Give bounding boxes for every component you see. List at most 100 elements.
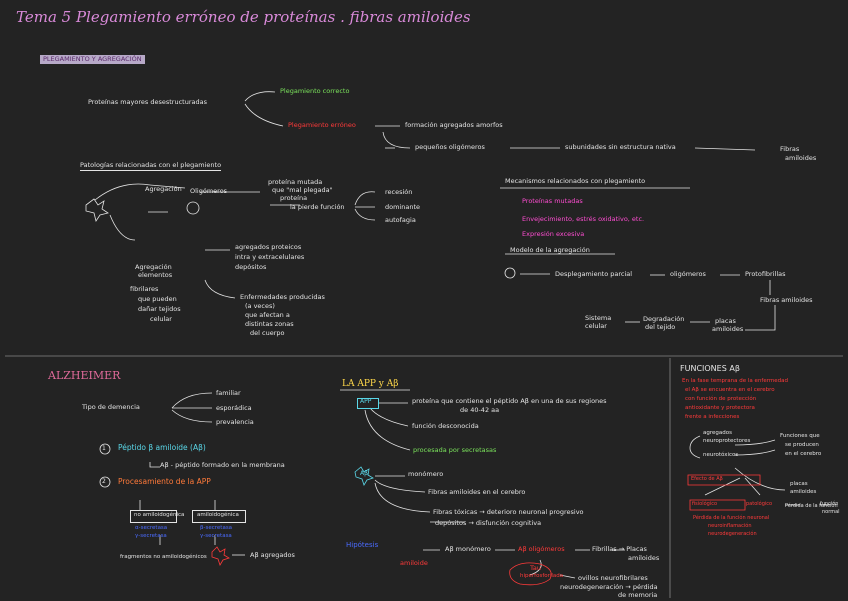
note-f5: Efecto de Aβ <box>691 476 723 482</box>
note-r2: el Aβ se encuentra en el cerebro <box>685 387 775 393</box>
note-b2b: γ-secretasa <box>200 533 232 539</box>
note-mecanismos-heading: Mecanismos relacionados con plegamiento <box>505 177 646 185</box>
note-step-1: Péptido β amiloide (Aβ) <box>118 443 206 452</box>
note-hip-5: amiloides <box>628 554 660 562</box>
note-enfermedades: Enfermedades producidas <box>240 293 325 301</box>
note-hip-10: de memoria <box>618 591 658 599</box>
note-agregacion: Agregación <box>145 185 182 193</box>
note-amiloides3: amiloides <box>712 325 744 333</box>
note-hipotesis: Hipótesis <box>346 541 379 549</box>
note-hip-8: ovillos neurofibrilares <box>578 574 648 582</box>
page-title: Tema 5 Plegamiento erróneo de proteínas … <box>16 8 471 26</box>
note-celular: celular <box>150 315 172 323</box>
note-que-plegada: que "mal plegada" <box>272 186 333 194</box>
note-mecanismo-2: Envejecimiento, estrés oxidativo, etc. <box>522 215 645 223</box>
note-fragments: fragmentos no amiloidogénicos <box>120 554 207 560</box>
label-app: APP <box>360 398 372 405</box>
note-f12: neurodegeneración <box>708 531 757 537</box>
note-ab-3: Fibras tóxicas → deterioro neuronal prog… <box>433 508 584 516</box>
note-tipo-demencia: Tipo de demencia <box>82 403 140 411</box>
note-f4b: amiloides <box>790 489 817 495</box>
note-f2: neurotóxicos <box>703 452 739 458</box>
note-f6: fisiológico <box>692 501 718 507</box>
note-recesion: recesión <box>385 188 413 196</box>
note-proteinas: Proteínas mayores desestructuradas <box>88 98 207 106</box>
note-plegamiento-erroneo: Plegamiento erróneo <box>288 121 356 129</box>
section-heading-plegamiento: PLEGAMIENTO Y AGREGACIÓN <box>40 55 145 64</box>
note-hip-3: Aβ oligómeros <box>518 545 565 553</box>
note-r5: frente a infecciones <box>685 414 740 420</box>
note-f9b: normal <box>822 509 840 515</box>
note-agregacion2: Agregación <box>135 263 172 271</box>
note-fibras-amiloides: Fibras amiloides <box>760 296 813 304</box>
note-tipo-1: familiar <box>216 389 241 397</box>
note-celular-s: celular <box>585 322 607 330</box>
note-oligomeros: oligómeros <box>670 270 706 278</box>
section-heading-alzheimer: ALZHEIMER <box>48 369 121 382</box>
note-hipotesis-b: amiloide <box>400 559 428 567</box>
note-hip-2: Aβ monómero <box>445 545 491 553</box>
note-f3b: se producen <box>785 442 819 448</box>
note-mecanismo-3: Expresión excesiva <box>522 230 585 238</box>
note-f9: función <box>820 501 839 507</box>
note-placas: placas <box>715 317 736 325</box>
note-membranas: que afectan a <box>245 311 290 319</box>
note-pueden-afectar: (a veces) <box>245 302 275 310</box>
note-proteina-mutada: proteína mutada <box>268 178 323 186</box>
note-subunidades: subunidades sin estructura nativa <box>565 143 676 151</box>
note-modelo-heading: Modelo de la agregación <box>510 246 590 254</box>
note-celulares: fibrilares <box>130 285 159 293</box>
note-app-1b: de 40-42 aa <box>460 406 500 414</box>
note-pierde-funcion: la pierde función <box>290 203 345 211</box>
note-f8: Pérdida de la función <box>785 503 838 509</box>
note-step-2: Procesamiento de la APP <box>118 477 211 486</box>
note-f3: Funciones que <box>780 433 820 439</box>
note-hip-6: Tau <box>530 564 541 572</box>
note-paso-plegado: Desplegamiento parcial <box>555 270 633 278</box>
note-forma: distintas zonas <box>245 320 294 328</box>
note-tipo-2: esporádica <box>216 404 252 412</box>
note-patologias-heading: Patologías relacionadas con el plegamien… <box>80 161 222 171</box>
note-depositos: depósitos <box>235 263 267 271</box>
note-hip-7: hiperfosforilada <box>520 573 564 579</box>
note-hip-9: neurodegeneración → pérdida <box>560 583 658 591</box>
note-amiloides: amiloides <box>785 154 817 162</box>
note-f4: placas <box>790 481 808 487</box>
note-app-2: función desconocida <box>412 422 479 430</box>
note-longitud: del cuerpo <box>250 329 285 337</box>
box-no-amiloidogenica <box>130 510 177 523</box>
note-pueden-dano: que pueden <box>138 295 177 303</box>
note-autofagia: autofagia <box>385 216 416 224</box>
note-r1: En la fase temprana de la enfermedad <box>682 378 789 384</box>
step-number-1: 1 <box>102 445 106 452</box>
box-amiloidogenica <box>192 510 246 523</box>
note-oligomeros-label: Oligómeros <box>190 187 228 195</box>
note-del-tejido: del tejido <box>645 323 676 331</box>
note-step-1-sub: Aβ - péptido formado en la membrana <box>160 461 285 469</box>
note-mecanismo-1: Proteínas mutadas <box>522 197 583 205</box>
note-ab-1: monómero <box>408 470 444 478</box>
note-f3c: en el cerebro <box>785 451 822 457</box>
note-organelas: dañar tejidos <box>138 305 181 313</box>
box-app <box>357 398 379 409</box>
neuron-icon <box>85 198 109 222</box>
label-ab: Aβ <box>360 470 368 477</box>
note-f11: neuroinflamación <box>708 523 752 529</box>
note-hip-4: Fibrillas → Placas <box>592 545 647 553</box>
note-agregados-intra: agregados proteicos <box>235 243 302 251</box>
note-app-1: proteína que contiene el péptido Aβ en u… <box>412 397 607 405</box>
note-ab-2: Fibras amiloides en el cerebro <box>428 488 526 496</box>
note-degradacion: Degradación <box>643 315 685 323</box>
note-proteina: proteína <box>280 194 308 202</box>
note-ab-4: depósitos → disfunción cognitiva <box>435 519 542 527</box>
note-fibras: Fibras <box>780 145 800 153</box>
note-box-1: no amiloidogénica <box>134 512 185 518</box>
note-f1b: neuroprotectores <box>703 438 751 444</box>
step-number-2: 2 <box>102 478 106 485</box>
section-heading-app: LA APP y Aβ <box>342 379 399 389</box>
note-formacion: formación agregados amorfos <box>405 121 503 129</box>
note-protofibrillas: Protofibrillas <box>745 270 786 278</box>
note-sistema: Sistema <box>585 314 612 322</box>
note-plegamiento-correcto: Plegamiento correcto <box>280 87 350 95</box>
